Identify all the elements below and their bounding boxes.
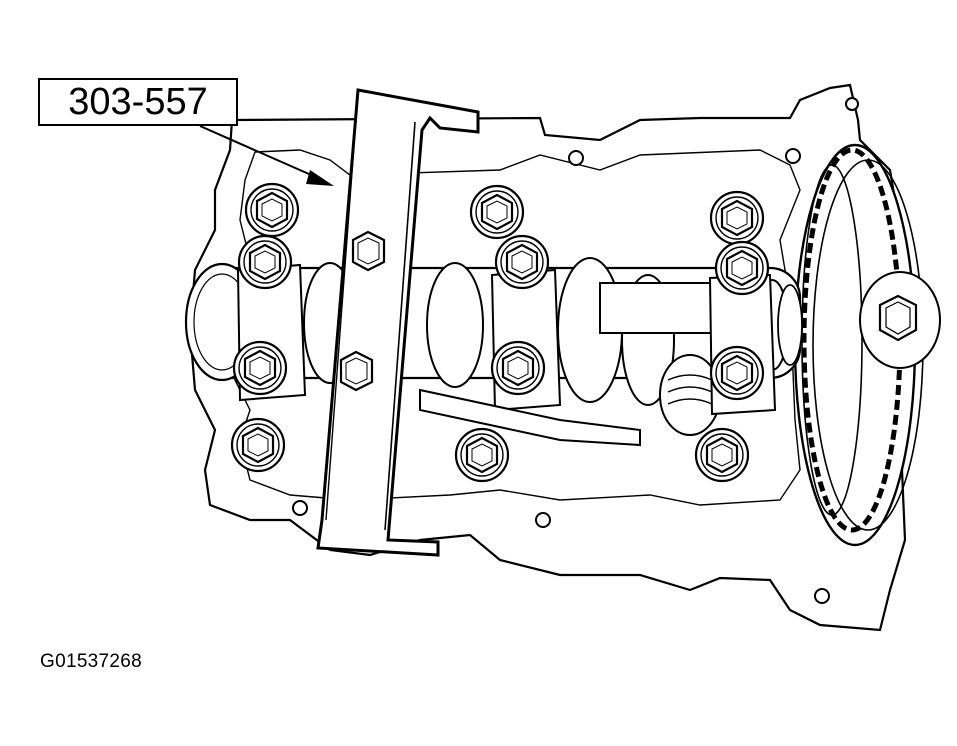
head-locating-holes — [292, 97, 859, 604]
gasket-outline — [234, 149, 801, 506]
callout-leader-arrow — [199, 125, 334, 186]
figure-id-label: G01537268 — [40, 651, 143, 672]
holding-tool-303-557 — [316, 88, 480, 557]
camshaft-sprocket-and-chain — [793, 143, 941, 547]
tool-callout-box — [38, 78, 238, 126]
tool-number-label: 303-557 — [68, 81, 208, 123]
